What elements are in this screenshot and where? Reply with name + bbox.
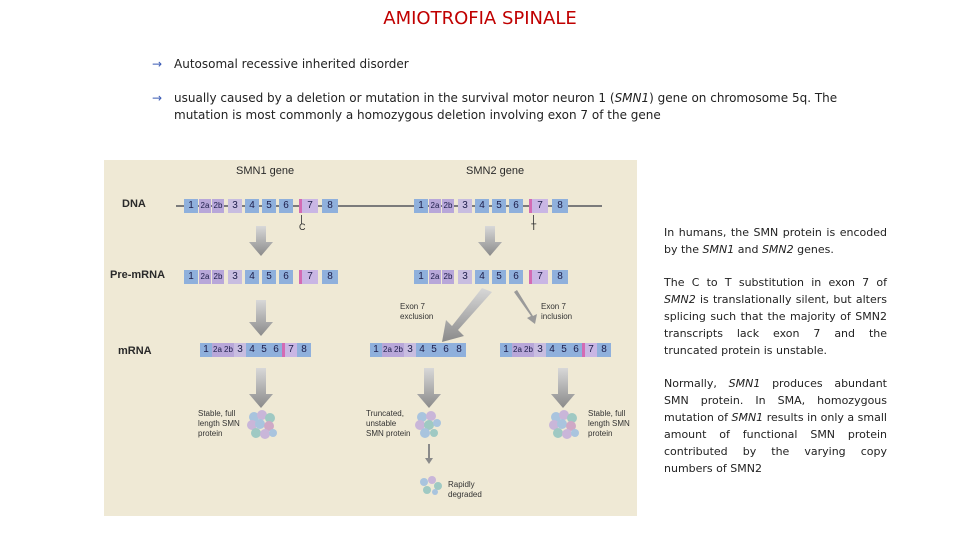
- down-arrow-icon: [249, 226, 273, 256]
- protein-cluster-icon: [415, 411, 441, 438]
- down-arrow-icon: [425, 444, 433, 464]
- figure-arrows: [247, 226, 579, 495]
- arrow-bullet-icon: →: [152, 57, 163, 71]
- t-marker-line: [533, 215, 534, 224]
- dna-smn2-exons: 1 2a 2b 3 4 5 6 7 8: [414, 199, 584, 213]
- nucleotide-t: T: [531, 222, 537, 232]
- exon7-inclusion-label: Exon 7 inclusion: [541, 302, 573, 321]
- gene-label-smn2: SMN2 gene: [466, 165, 525, 177]
- protein-cluster-icon: [549, 410, 579, 439]
- outcome-smn2-truncated-label: Truncated, unstable SMN protein: [366, 409, 411, 438]
- bullet-2-text: usually caused by a deletion or mutation…: [174, 91, 838, 122]
- page-title: AMIOTROFIA SPINALE: [383, 8, 577, 29]
- arrow-bullet-icon: →: [152, 91, 163, 105]
- dna-smn1-exons: 1 2a 2b 3 4 5 6 7 8: [184, 199, 354, 213]
- bullet-2: → usually caused by a deletion or mutati…: [152, 90, 852, 124]
- mrna-smn2-delta7: 1 2a 2b 3 4 5 6 8: [370, 343, 480, 357]
- nucleotide-c: C: [299, 222, 306, 232]
- premrna-smn1-exons: 1 2a 2b 3 4 5 6 7 8: [184, 270, 354, 284]
- outcome-smn1-label: Stable, full length SMN protein: [198, 409, 240, 438]
- dna-line-spacer: [350, 205, 408, 207]
- side-paragraph-2: The C to T substitution in exon 7 of SMN…: [664, 276, 887, 357]
- down-arrow-icon: [417, 368, 441, 408]
- side-paragraph-1: In humans, the SMN protein is encoded by…: [664, 226, 887, 256]
- exon7-exclusion-label: Exon 7 exclusion: [400, 302, 434, 321]
- outcome-smn2-full-label: Stable, full length SMN protein: [588, 409, 630, 438]
- down-arrow-icon: [249, 368, 273, 408]
- bullet-1-text: Autosomal recessive inherited disorder: [174, 57, 409, 71]
- gene-label-smn1: SMN1 gene: [236, 165, 295, 177]
- side-paragraph-3: Normally, SMN1 produces abundant SMN pro…: [664, 377, 887, 475]
- down-arrow-icon: [551, 368, 575, 408]
- smn-splicing-figure: SMN1 gene SMN2 gene DNA Pre-mRNA mRNA 1 …: [104, 160, 637, 516]
- bullet-1: → Autosomal recessive inherited disorder: [152, 56, 852, 73]
- row-label-pre-mrna: Pre-mRNA: [110, 269, 166, 281]
- big-diagonal-arrow-icon: [442, 288, 492, 342]
- premrna-smn2-exons: 1 2a 2b 3 4 5 6 7 8: [414, 270, 584, 284]
- rapidly-degraded-label: Rapidly degraded: [448, 480, 482, 499]
- diagonal-arrow-icon: [514, 290, 537, 324]
- protein-cluster-icon: [247, 410, 277, 439]
- row-label-dna: DNA: [122, 198, 146, 210]
- mrna-smn2-full: 1 2a 2b 3 4 5 6 7 8: [500, 343, 630, 357]
- c-marker-line: [301, 215, 302, 224]
- degraded-protein-icon: [420, 476, 442, 495]
- mrna-smn1: 1 2a 2b 3 4 5 6 7 8: [200, 343, 330, 357]
- row-label-mrna: mRNA: [118, 345, 152, 357]
- down-arrow-icon: [478, 226, 502, 256]
- down-arrow-icon: [249, 300, 273, 336]
